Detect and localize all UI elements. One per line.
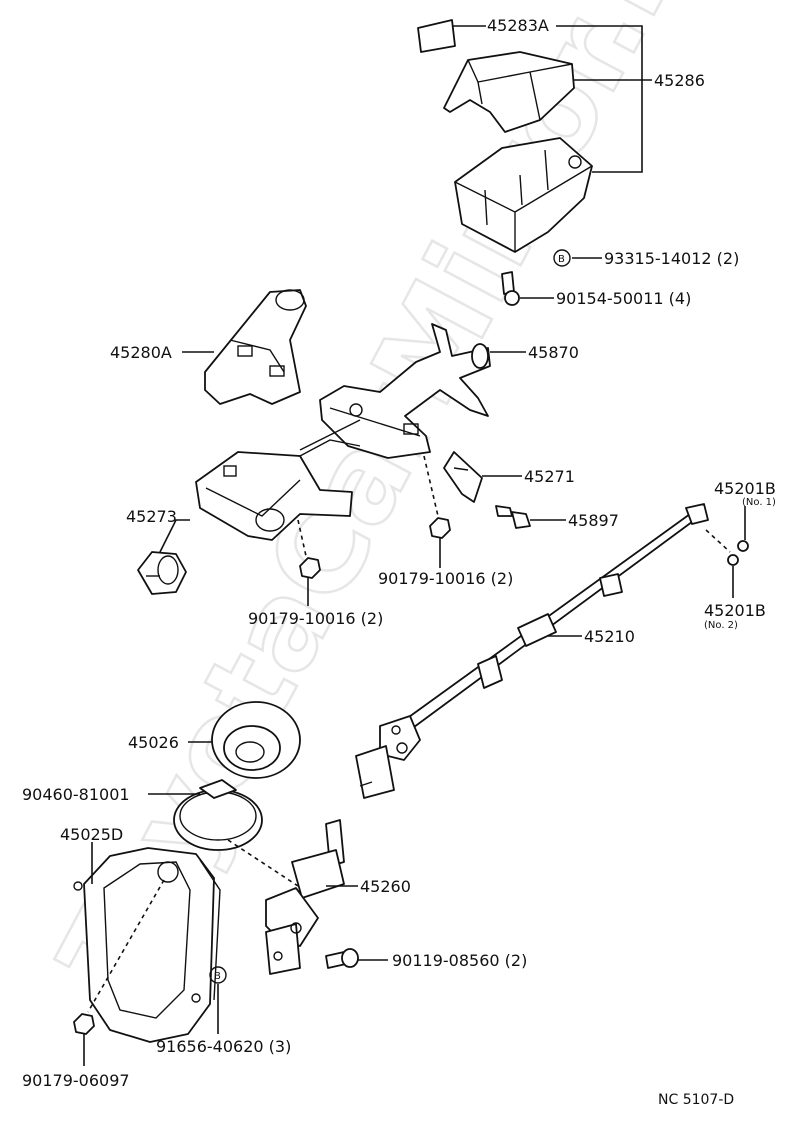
nut-90179-left [299, 557, 321, 579]
label-45280A: 45280A [110, 343, 172, 362]
dash-snap-ring [705, 529, 731, 553]
label-45897: 45897 [568, 511, 619, 530]
label-90154: 90154-50011 (4) [556, 289, 691, 308]
dash-nut-left [297, 519, 307, 557]
label-91656: 91656-40620 (3) [156, 1037, 291, 1056]
bushing-45273 [137, 551, 187, 595]
cover-plate-45025D [73, 847, 221, 1043]
label-90119: 90119-08560 (2) [392, 951, 527, 970]
nut-90179-06097 [73, 1013, 95, 1035]
column-tube-bracket-45870 [195, 323, 491, 541]
label-45870: 45870 [528, 343, 579, 362]
bolt-45897 [495, 505, 531, 529]
intermediate-shaft-45260 [265, 819, 345, 975]
screw-90154 [501, 271, 520, 306]
bolt-marker-91656: B [209, 966, 227, 984]
nut-90179-right [429, 517, 451, 539]
snap-ring-no2 [727, 554, 739, 566]
label-45201B-no2: 45201B [704, 601, 766, 620]
dash-cover-nut [87, 879, 165, 1013]
main-shaft-45210 [355, 503, 709, 799]
clamp-band-90460 [173, 779, 263, 851]
label-45210: 45210 [584, 627, 635, 646]
label-45273: 45273 [126, 507, 177, 526]
label-90179-right: 90179-10016 (2) [378, 569, 513, 588]
label-93315: 93315-14012 (2) [604, 249, 739, 268]
switch-bracket-45280A [204, 289, 307, 405]
clamp-45271 [443, 451, 483, 503]
part-labels: 45283A 45286 93315-14012 (2) 90154-50011… [22, 16, 776, 1108]
label-45201B-no2-sub: (No. 2) [704, 620, 738, 631]
label-45260: 45260 [360, 877, 411, 896]
snap-ring-no1 [737, 540, 749, 552]
label-90179-06097: 90179-06097 [22, 1071, 130, 1090]
diagram-code: NC 5107-D [658, 1092, 734, 1108]
label-45283A: 45283A [487, 16, 549, 35]
leader-lines [83, 25, 746, 1066]
dash-boot-joint [227, 839, 299, 887]
label-45026: 45026 [128, 733, 179, 752]
label-45271: 45271 [524, 467, 575, 486]
boot-45026 [211, 701, 301, 779]
label-90179-left: 90179-10016 (2) [248, 609, 383, 628]
lower-column-cover [454, 137, 593, 253]
label-45286: 45286 [654, 71, 705, 90]
label-45201B-no1-sub: (No. 1) [742, 497, 776, 508]
bolt-90119 [325, 948, 359, 969]
dash-nut-right [423, 455, 439, 517]
label-pad-45283A [417, 19, 456, 53]
bolt-marker-b-text-2: B [214, 971, 221, 982]
upper-column-cover [443, 51, 575, 133]
label-90460: 90460-81001 [22, 785, 130, 804]
label-45025D: 45025D [60, 825, 123, 844]
bolt-marker-b-text: B [558, 254, 565, 265]
label-45201B-no1: 45201B [714, 479, 776, 498]
bolt-marker-93315: B [553, 249, 571, 267]
